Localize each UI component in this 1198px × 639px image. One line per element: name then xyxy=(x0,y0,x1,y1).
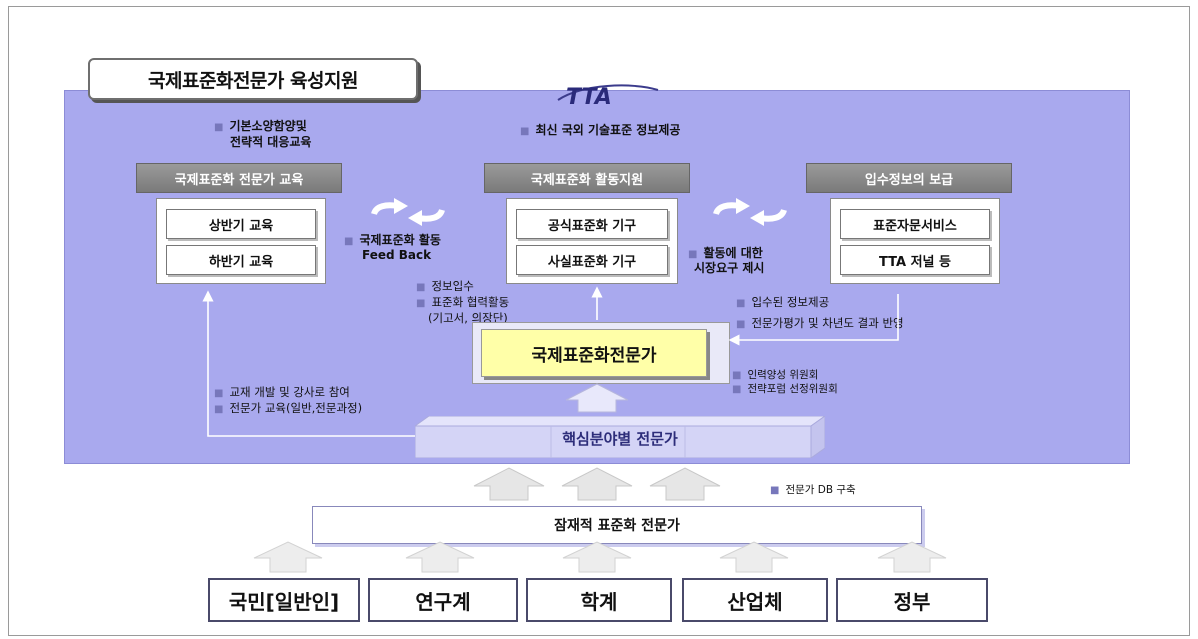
potential-experts-bar: 잠재적 표준화 전문가 xyxy=(312,506,922,544)
note-feedback-text: 국제표준화 활동 xyxy=(359,233,441,247)
note-eval: ■전문가평가 및 차년도 결과 반영 xyxy=(736,316,904,330)
source-industry: 산업체 xyxy=(682,578,828,622)
note-committee1-text: 인력양성 위원회 xyxy=(747,369,819,381)
note-market-2: 시장요구 제시 xyxy=(694,261,765,275)
item-advisory-service: 표준자문서비스 xyxy=(840,209,990,239)
note-db: ■전문가 DB 구축 xyxy=(770,484,856,496)
header-info-distribution: 입수정보의 보급 xyxy=(806,163,1012,193)
diagram-title: 국제표준화전문가 육성지원 xyxy=(88,58,418,100)
note-latest-info: ■최신 국외 기술표준 정보제공 xyxy=(520,123,681,137)
note-market: ■활동에 대한 xyxy=(688,246,763,260)
item-tta-journal: TTA 저널 등 xyxy=(840,245,990,275)
note-committee1: ■인력양성 위원회 xyxy=(732,369,819,381)
item-official-org: 공식표준화 기구 xyxy=(516,209,668,239)
header-expert-education: 국제표준화 전문가 교육 xyxy=(136,163,342,193)
note-feedback: ■국제표준화 활동 xyxy=(344,233,441,247)
item-defacto-org: 사실표준화 기구 xyxy=(516,245,668,275)
core-experts-label: 핵심분야별 전문가 xyxy=(562,430,678,448)
note-db-text: 전문가 DB 구축 xyxy=(785,484,856,496)
source-academia: 학계 xyxy=(526,578,672,622)
note-committee2-text: 전략포럼 선정위원회 xyxy=(747,383,838,395)
item-first-half-education: 상반기 교육 xyxy=(166,209,316,239)
note-provide-text: 입수된 정보제공 xyxy=(751,295,830,309)
note-expert-edu: ■전문가 교육(일반,전문과정) xyxy=(214,401,363,415)
core-experts-block xyxy=(415,416,825,458)
item-second-half-education: 하반기 교육 xyxy=(166,245,316,275)
source-government: 정부 xyxy=(836,578,988,622)
center-box: 국제표준화전문가 xyxy=(472,322,730,384)
note-feedback-2: Feed Back xyxy=(362,248,432,262)
note-provide: ■입수된 정보제공 xyxy=(736,295,830,309)
note-market-text: 활동에 대한 xyxy=(703,246,763,260)
note-coop: ■표준화 협력활동 xyxy=(416,295,510,309)
note-basic-edu-2: 전략적 대응교육 xyxy=(230,135,312,149)
note-coop-text: 표준화 협력활동 xyxy=(431,295,510,309)
tta-logo-text: TTA xyxy=(566,85,612,108)
center-international-expert: 국제표준화전문가 xyxy=(481,329,707,377)
note-latest-info-text: 최신 국외 기술표준 정보제공 xyxy=(535,123,681,137)
note-info-get: ■정보입수 xyxy=(416,279,474,293)
note-info-get-text: 정보입수 xyxy=(431,279,474,293)
tta-logo: TTA xyxy=(557,84,659,108)
note-textbook-text: 교재 개발 및 강사로 참여 xyxy=(229,385,350,399)
note-coop-2: (기고서, 의장단) xyxy=(428,311,508,325)
note-expert-edu-text: 전문가 교육(일반,전문과정) xyxy=(229,401,363,415)
source-citizens: 국민[일반인] xyxy=(208,578,360,622)
note-eval-text: 전문가평가 및 차년도 결과 반영 xyxy=(751,316,904,330)
source-research: 연구계 xyxy=(368,578,518,622)
note-basic-edu-text: 기본소양함양및 xyxy=(229,119,307,133)
note-basic-edu: ■기본소양함양및 xyxy=(214,119,307,133)
note-committee2: ■전략포럼 선정위원회 xyxy=(732,383,838,395)
header-activity-support: 국제표준화 활동지원 xyxy=(484,163,690,193)
